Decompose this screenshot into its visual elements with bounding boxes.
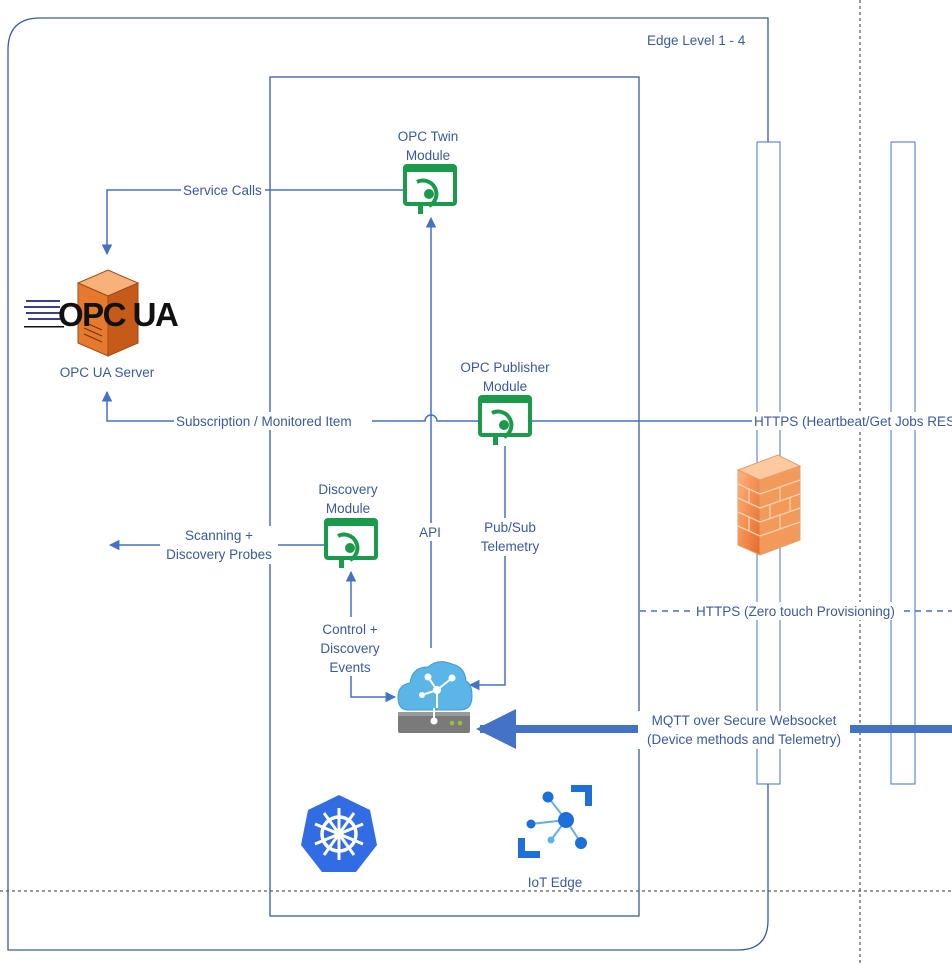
module-icon (478, 395, 532, 445)
firewall-icon (736, 454, 802, 556)
edge-subscription (101, 390, 480, 422)
label-scanning-1: Scanning + (185, 528, 253, 543)
edge-level-title: Edge Level 1 - 4 (647, 33, 746, 48)
iot-edge-icon (518, 785, 592, 858)
publisher-label-1: OPC Publisher (460, 360, 550, 375)
label-scanning-2: Discovery Probes (166, 547, 272, 562)
twin-label-2: Module (406, 148, 450, 163)
discovery-label-1: Discovery (318, 482, 378, 497)
label-mqtt-2: (Device methods and Telemetry) (647, 732, 841, 747)
opc-ua-logo-text: OPC UA (58, 296, 178, 333)
label-service-calls: Service Calls (183, 183, 262, 198)
opc-ua-logo: OPC UA (24, 296, 180, 333)
opc-ua-server-node: OPC UA OPC UA Server (24, 269, 180, 380)
iot-edge-node: IoT Edge (518, 785, 592, 890)
discovery-module-node: Discovery Module (318, 482, 378, 568)
label-api: API (419, 525, 441, 540)
label-pubsub-1: Pub/Sub (484, 520, 536, 535)
discovery-label-2: Module (326, 501, 370, 516)
edge-events (350, 675, 397, 703)
label-control-2: Discovery (320, 641, 380, 656)
twin-label-1: OPC Twin (398, 129, 459, 144)
label-pubsub-2: Telemetry (481, 539, 540, 554)
iot-edge-label: IoT Edge (528, 875, 583, 890)
edge-pubsub (468, 446, 506, 691)
iot-edge-container (269, 76, 640, 917)
label-mqtt-1: MQTT over Secure Websocket (652, 713, 837, 728)
module-icon (324, 518, 378, 568)
firewall-pillar-right (890, 141, 916, 785)
edge-hub-node (397, 661, 473, 733)
opc-ua-server-label: OPC UA Server (60, 365, 155, 380)
label-subscription: Subscription / Monitored Item (176, 414, 352, 429)
edge-level-frame (7, 17, 769, 951)
opc-twin-module-node: OPC Twin Module (398, 129, 459, 214)
opc-publisher-module-node: OPC Publisher Module (460, 360, 550, 445)
label-control-3: Events (329, 660, 371, 675)
label-https-heartbeat: HTTPS (Heartbeat/Get Jobs RES (754, 414, 952, 429)
module-icon (403, 164, 457, 214)
cloud-server-icon (397, 661, 473, 733)
kubernetes-icon (301, 795, 377, 872)
label-https-provisioning: HTTPS (Zero touch Provisioning) (696, 604, 895, 619)
label-control-1: Control + (322, 622, 377, 637)
server-icon (76, 269, 140, 357)
publisher-label-2: Module (483, 379, 527, 394)
edge-service-calls (101, 189, 404, 256)
